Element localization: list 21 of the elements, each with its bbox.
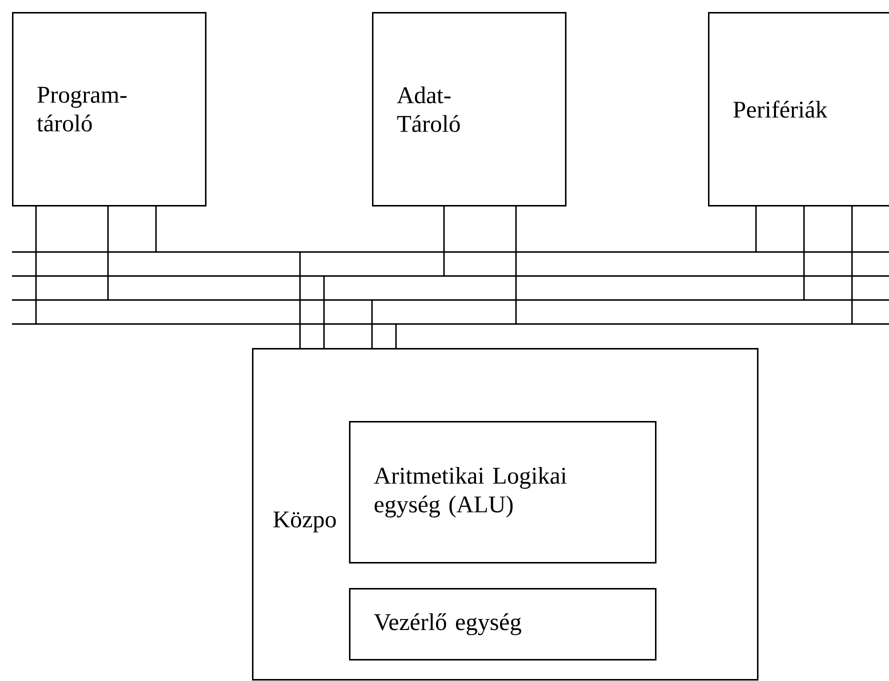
- bus-line: [12, 275, 889, 277]
- connector-line: [803, 206, 805, 300]
- connector-line: [515, 206, 517, 324]
- connector-line: [323, 276, 325, 348]
- unit-box: Program- tároló: [12, 12, 206, 206]
- connector-line: [443, 206, 445, 276]
- unit-box: Perifériák: [708, 12, 889, 206]
- connector-line: [299, 252, 301, 348]
- bus-line: [12, 251, 889, 253]
- unit-box: Adat- Tároló: [372, 12, 566, 206]
- connector-line: [371, 300, 373, 348]
- connector-line: [155, 206, 157, 252]
- connector-line: [35, 206, 37, 324]
- unit-box: Aritmetikai Logikai egység (ALU): [349, 421, 656, 564]
- unit-box: Vezérlő egység: [349, 588, 656, 660]
- connector-line: [107, 206, 109, 300]
- bus-line: [12, 323, 889, 325]
- connector-line: [755, 206, 757, 252]
- connector-line: [395, 324, 397, 348]
- bus-line: [12, 299, 889, 301]
- connector-line: [851, 206, 853, 324]
